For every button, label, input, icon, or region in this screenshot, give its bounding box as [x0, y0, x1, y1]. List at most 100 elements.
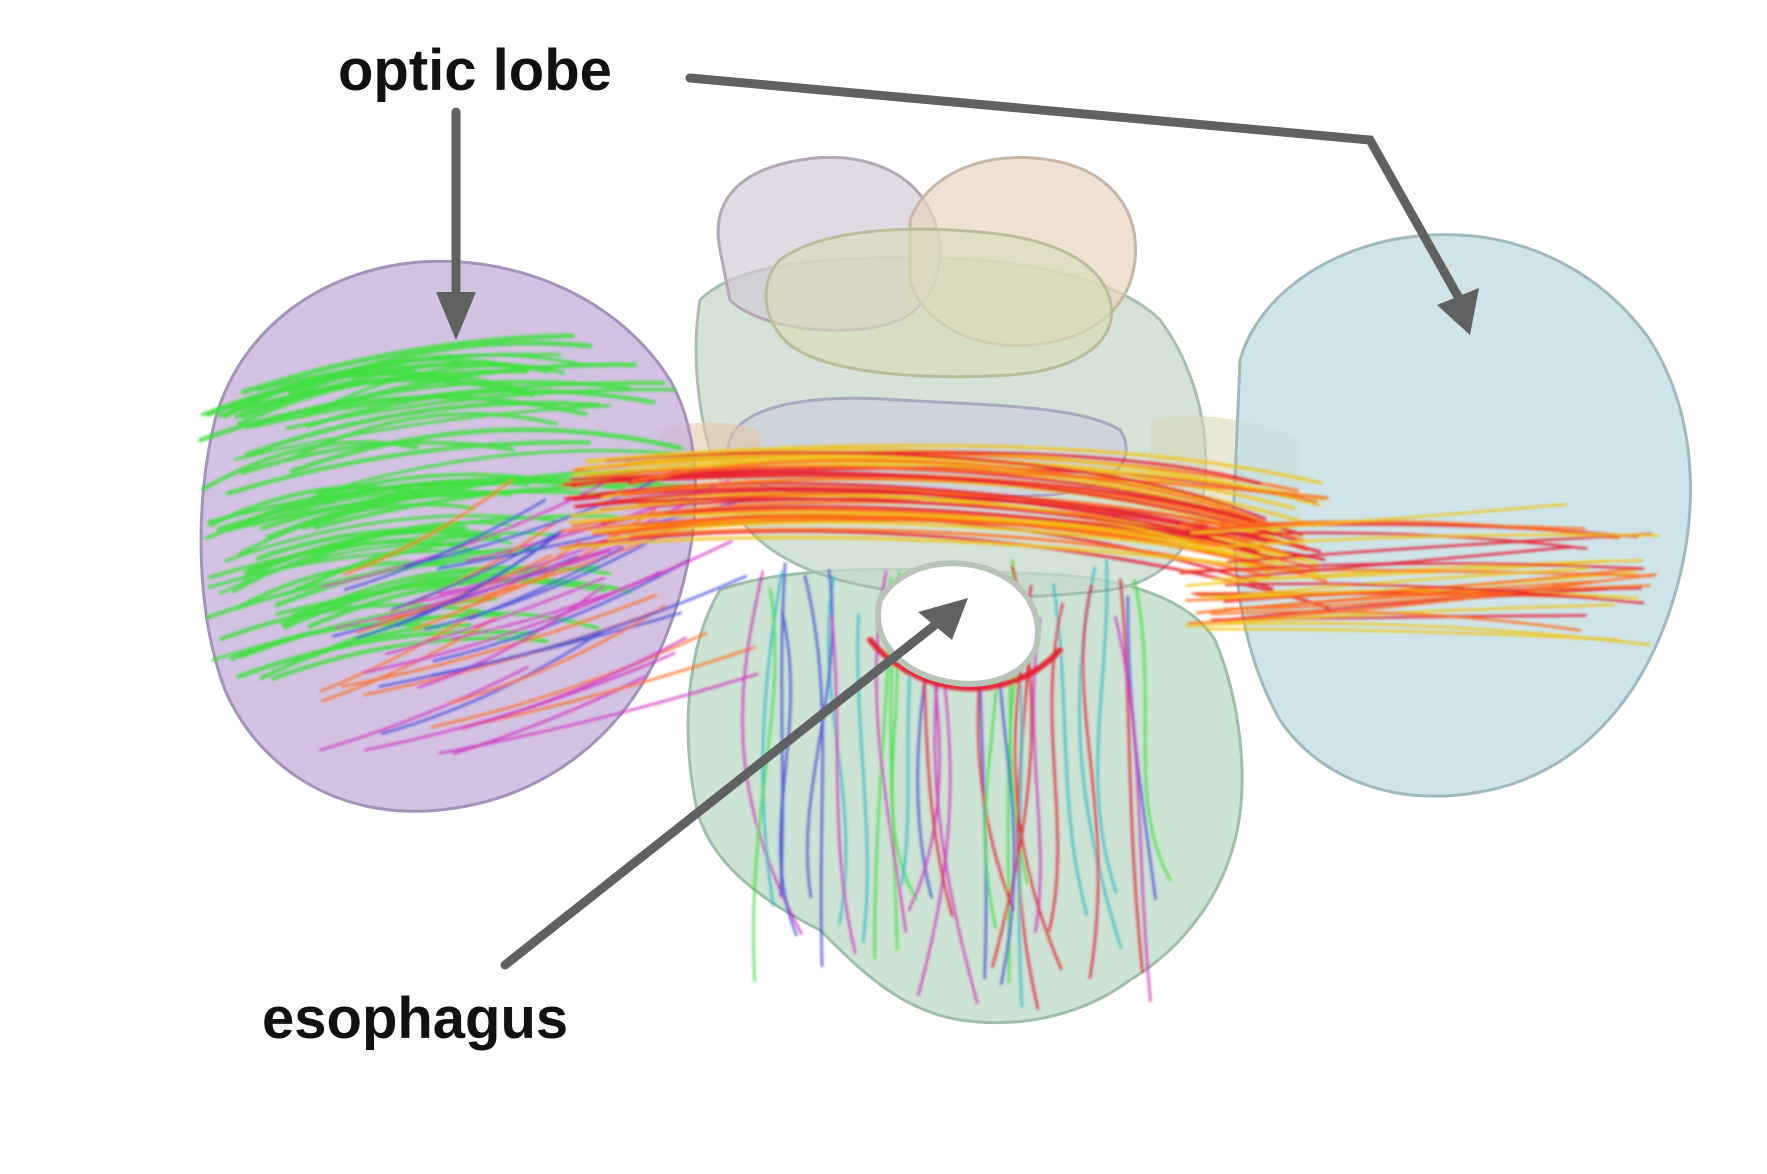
- annotation-arrows: [451, 73, 1465, 970]
- fiber-strand: [449, 539, 733, 641]
- fiber-strand: [779, 611, 798, 937]
- fiber-strand: [224, 514, 557, 563]
- fiber-strand: [259, 623, 472, 681]
- fiber-strand: [1224, 603, 1616, 624]
- fiber-strand: [240, 440, 516, 475]
- fiber-strand: [432, 558, 690, 663]
- fiber-strand: [208, 534, 502, 580]
- fiber-strand: [1185, 621, 1651, 646]
- fiber-strand: [1114, 616, 1152, 1003]
- fiber-strand: [466, 646, 756, 727]
- fiber-strand: [631, 459, 1264, 524]
- fiber-strand: [1237, 545, 1573, 579]
- fiber-strand: [1190, 502, 1568, 535]
- fiber-strand: [334, 549, 611, 630]
- fiber-strand: [289, 427, 684, 474]
- fiber-strand: [413, 539, 583, 631]
- fiber-strand: [1217, 533, 1660, 549]
- fiber-strand: [585, 443, 1323, 485]
- fiber-strand: [342, 479, 513, 576]
- fiber-strand: [424, 525, 678, 631]
- fiber-strand: [1195, 580, 1596, 615]
- fiber-strand: [431, 575, 748, 677]
- fiber-strand: [395, 530, 562, 627]
- fiber-strand: [236, 629, 538, 679]
- fiber-strand: [621, 477, 1270, 533]
- fiber-strand: [1052, 583, 1088, 916]
- arrow-head-esophagus: [918, 598, 968, 640]
- fiber-strand: [604, 451, 1267, 521]
- fiber-strand: [302, 481, 530, 530]
- fiber-strand: [319, 612, 476, 693]
- fiber-strand: [803, 574, 824, 968]
- fiber-strand: [320, 480, 608, 588]
- fiber-strand: [315, 448, 699, 496]
- fiber-strand: [779, 562, 787, 898]
- fiber-strand: [240, 333, 575, 395]
- arrow-line-esophagus: [500, 620, 940, 970]
- fiber-strand: [1179, 562, 1645, 575]
- fiber-strand: [403, 466, 683, 568]
- fiber-strand: [380, 630, 603, 735]
- fiber-tracts: [198, 333, 1660, 1010]
- fiber-strand: [244, 400, 601, 458]
- fiber-strand: [292, 353, 591, 397]
- fiber-strand: [1032, 617, 1042, 934]
- fiber-strand: [606, 514, 1263, 567]
- fiber-strand: [340, 594, 657, 688]
- arrow-heads: [436, 288, 1479, 640]
- fiber-strand: [573, 460, 1316, 528]
- fiber-strand: [1226, 587, 1608, 621]
- fiber-strand: [1210, 610, 1582, 632]
- fiber-strand: [607, 520, 1280, 562]
- fiber-strand: [320, 616, 497, 703]
- fiber-strand: [559, 536, 1305, 574]
- fiber-strand: [1214, 567, 1589, 600]
- fiber-strand: [225, 440, 592, 496]
- fiber-strand: [576, 489, 1270, 543]
- fiber-strand: [240, 360, 463, 419]
- fiber-strand: [1204, 627, 1620, 642]
- fiber-strand: [1133, 578, 1172, 882]
- fiber-strand: [198, 394, 588, 443]
- fiber-strand: [256, 527, 500, 561]
- fiber-strand: [573, 496, 1259, 554]
- fiber-strand: [830, 614, 857, 955]
- fiber-strand: [308, 521, 516, 563]
- fiber-strand: [627, 471, 1298, 543]
- optic-lobe-label: optic lobe: [338, 38, 612, 103]
- fiber-strand: [384, 576, 606, 656]
- fiber-strand: [1096, 558, 1118, 894]
- fiber-strand: [752, 587, 777, 983]
- right-optic-lobe: [1232, 233, 1692, 798]
- fiber-strand: [305, 388, 656, 429]
- fiber-strand: [1048, 602, 1064, 932]
- fiber-strand: [741, 570, 803, 936]
- arrow-head-optic-right: [1437, 288, 1479, 335]
- upper-brain-mid: [764, 227, 1113, 379]
- fiber-strand: [856, 613, 869, 943]
- fiber-strand: [585, 465, 1329, 500]
- fiber-strand: [391, 533, 556, 611]
- fiber-strand: [228, 489, 604, 532]
- fiber-strand: [1224, 582, 1645, 605]
- fiber-strand: [461, 636, 687, 730]
- fiber-strand: [1119, 578, 1144, 973]
- fiber-strand: [343, 498, 546, 591]
- fiber-strand: [1203, 519, 1620, 540]
- fiber-strand: [237, 373, 465, 427]
- fiber-strand: [1193, 531, 1588, 550]
- fiber-strand: [1226, 532, 1653, 564]
- fiber-strand: [216, 476, 528, 531]
- fiber-strand: [281, 565, 530, 626]
- fiber-strand: [1081, 584, 1100, 979]
- fiber-strand: [430, 631, 707, 729]
- arrow-line-optic-right: [685, 73, 1465, 305]
- fiber-strand: [319, 666, 529, 752]
- fiber-strand: [1185, 567, 1639, 602]
- fiber-strand: [449, 605, 666, 704]
- arrow-head-optic-left: [436, 292, 476, 340]
- fiber-strand: [228, 361, 543, 410]
